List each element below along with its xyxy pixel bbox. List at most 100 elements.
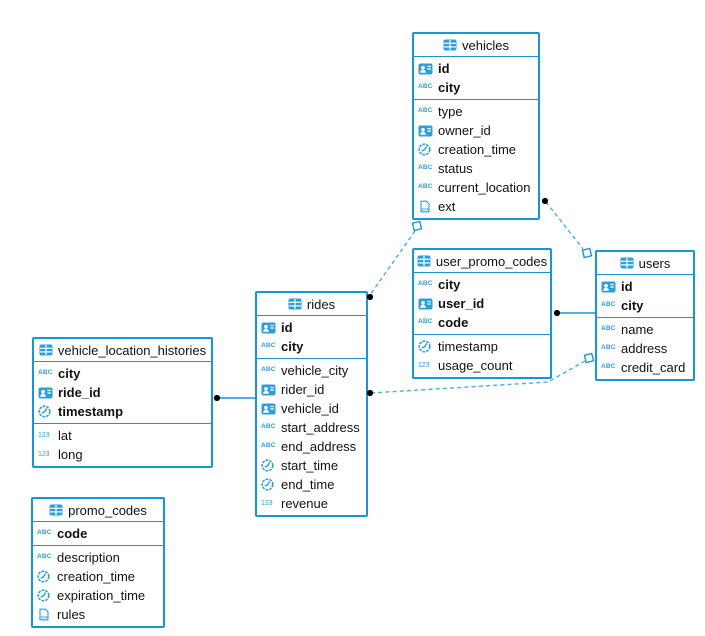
section-divider (257, 358, 366, 359)
field-row-expiration_time[interactable]: expiration_time (33, 586, 163, 605)
number-type-icon: 123 (38, 451, 50, 458)
field-row-long[interactable]: 123 long (34, 445, 211, 464)
relationship-square (583, 352, 595, 364)
section-divider (597, 317, 693, 318)
field-row-timestamp[interactable]: timestamp (34, 402, 211, 421)
text-type-icon: ABC (418, 318, 433, 326)
field-row-vehicle_id[interactable]: vehicle_id (257, 399, 366, 418)
table-header[interactable]: user_promo_codes (414, 250, 550, 273)
field-name: usage_count (438, 358, 513, 373)
field-row-id[interactable]: id (257, 318, 366, 337)
field-name: rider_id (281, 382, 325, 397)
field-row-start_time[interactable]: start_time (257, 456, 366, 475)
field-name: expiration_time (57, 588, 146, 603)
relationship-line-vehicles-rides[interactable] (369, 230, 416, 296)
svg-text:JSON: JSON (39, 616, 49, 620)
id-type-icon (38, 387, 55, 399)
field-row-id[interactable]: id (597, 277, 693, 296)
table-header[interactable]: rides (257, 293, 366, 316)
field-name: city (281, 339, 304, 354)
table-name: promo_codes (68, 502, 147, 518)
table-name: user_promo_codes (435, 253, 548, 269)
table-header[interactable]: users (597, 252, 693, 275)
field-row-id[interactable]: id (414, 59, 538, 78)
field-name: id (438, 61, 450, 76)
field-name: status (438, 161, 473, 176)
field-row-ride_id[interactable]: ride_id (34, 383, 211, 402)
table-icon (443, 39, 457, 51)
field-name: start_address (281, 420, 360, 435)
field-row-creation_time[interactable]: creation_time (414, 140, 538, 159)
table-header[interactable]: vehicles (414, 34, 538, 57)
id-type-icon (418, 63, 435, 75)
field-row-timestamp[interactable]: timestamp (414, 337, 550, 356)
field-name: timestamp (438, 339, 498, 354)
text-type-icon: ABC (418, 280, 433, 288)
field-name: code (438, 315, 469, 330)
id-type-icon (418, 125, 435, 137)
field-row-rider_id[interactable]: rider_id (257, 380, 366, 399)
time-type-icon (37, 570, 54, 583)
field-row-user_id[interactable]: user_id (414, 294, 550, 313)
field-name: end_address (281, 439, 357, 454)
section-divider (33, 545, 163, 546)
text-type-icon: ABC (261, 342, 276, 350)
table-icon (417, 255, 431, 267)
field-name: lat (58, 428, 72, 443)
json-type-icon: JSON (37, 608, 54, 621)
table-header[interactable]: promo_codes (33, 499, 163, 522)
field-name: type (438, 104, 463, 119)
table-name: rides (306, 296, 336, 312)
field-name: owner_id (438, 123, 491, 138)
relationship-dot (541, 197, 549, 205)
table-icon (620, 257, 634, 269)
section-divider (414, 99, 538, 100)
field-row-owner_id[interactable]: owner_id (414, 121, 538, 140)
field-name: code (57, 526, 88, 541)
relationship-square (411, 220, 423, 232)
field-row-city[interactable]: ABC city (257, 337, 366, 356)
table-header[interactable]: vehicle_location_histories (34, 339, 211, 362)
field-name: long (58, 447, 83, 462)
relationship-line-vehicles-users[interactable] (545, 201, 584, 250)
field-row-status[interactable]: ABC status (414, 159, 538, 178)
field-row-end_time[interactable]: end_time (257, 475, 366, 494)
field-name: start_time (281, 458, 339, 473)
field-row-code[interactable]: ABC code (414, 313, 550, 332)
section-divider (34, 423, 211, 424)
field-row-creation_time[interactable]: creation_time (33, 567, 163, 586)
text-type-icon: ABC (418, 164, 433, 172)
